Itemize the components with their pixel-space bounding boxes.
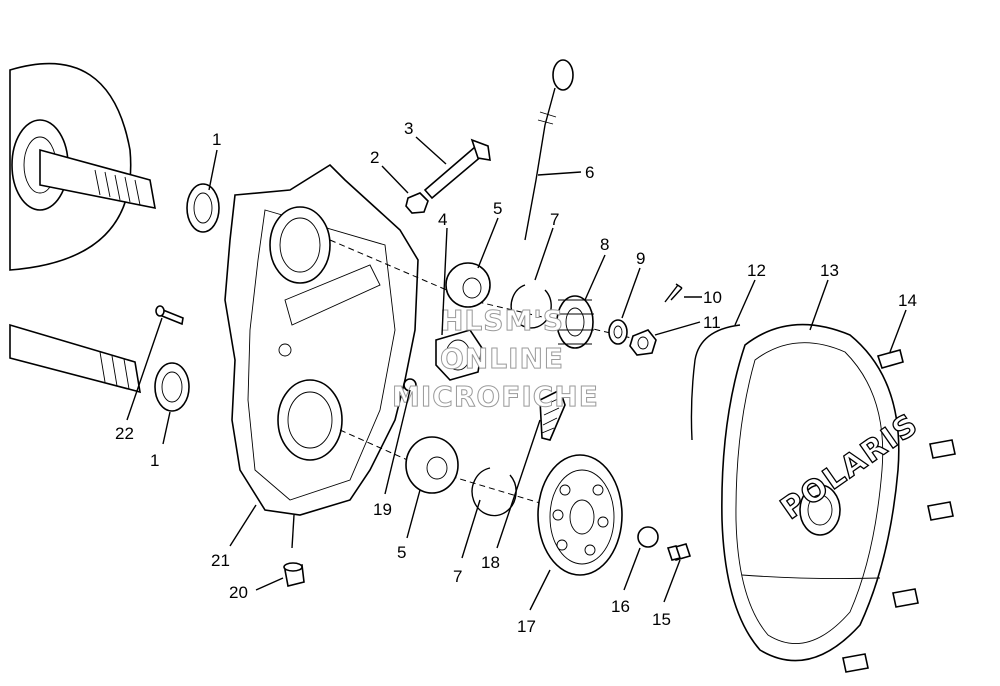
cover-bolts bbox=[842, 349, 956, 673]
callout-2: 2 bbox=[370, 148, 379, 167]
callout-16: 16 bbox=[611, 597, 630, 616]
washer-lower bbox=[405, 436, 459, 494]
callout-21: 21 bbox=[211, 551, 230, 570]
castle-nut bbox=[629, 329, 657, 356]
snap-ring-lower bbox=[471, 467, 517, 517]
callout-7-lower: 7 bbox=[453, 567, 462, 586]
callout-6: 6 bbox=[585, 163, 594, 182]
callout-9: 9 bbox=[636, 249, 645, 268]
nut bbox=[405, 192, 429, 214]
bolt-15 bbox=[666, 543, 692, 561]
leader-lines bbox=[126, 136, 907, 611]
callout-5-lower: 5 bbox=[397, 543, 406, 562]
callout-17: 17 bbox=[517, 617, 536, 636]
callout-22: 22 bbox=[115, 424, 134, 443]
dipstick bbox=[524, 59, 574, 241]
callout-18: 18 bbox=[481, 553, 500, 572]
drain-plug bbox=[283, 562, 305, 587]
watermark-line-2: ONLINE bbox=[440, 342, 564, 375]
watermark-line-3: MICROFICHE bbox=[392, 380, 599, 413]
callout-labels: 1 2 3 4 5 6 7 8 9 10 11 12 13 14 1 22 19… bbox=[115, 119, 917, 636]
watermark: HLSM'S ONLINE MICROFICHE bbox=[392, 304, 599, 414]
callout-11: 11 bbox=[703, 313, 721, 332]
callout-13: 13 bbox=[820, 261, 839, 280]
callout-8: 8 bbox=[600, 235, 609, 254]
chaincase-cover: POLARIS bbox=[721, 323, 926, 662]
callout-14: 14 bbox=[898, 291, 917, 310]
callout-4: 4 bbox=[438, 210, 447, 229]
chain-tensioner bbox=[435, 329, 483, 381]
gasket-seal bbox=[690, 324, 741, 441]
drive-chain bbox=[539, 388, 566, 441]
drive-clutch-shaft bbox=[9, 62, 156, 271]
washer-16 bbox=[637, 526, 659, 548]
alignment-line-lower bbox=[339, 429, 581, 516]
oil-seal-upper bbox=[186, 183, 220, 233]
upper-sprocket bbox=[556, 295, 594, 349]
callout-15: 15 bbox=[652, 610, 671, 629]
callout-3: 3 bbox=[404, 119, 413, 138]
snap-ring-upper bbox=[510, 284, 552, 329]
callout-5-upper: 5 bbox=[493, 199, 502, 218]
bolt bbox=[423, 138, 491, 200]
washer-upper bbox=[445, 262, 491, 308]
pin bbox=[155, 305, 184, 326]
driven-shaft bbox=[9, 323, 141, 394]
callout-7-upper: 7 bbox=[550, 210, 559, 229]
callout-1-upper: 1 bbox=[212, 130, 221, 149]
callout-10: 10 bbox=[703, 288, 722, 307]
washer-9 bbox=[608, 319, 628, 345]
watermark-line-1: HLSM'S bbox=[440, 304, 564, 337]
lower-sprocket bbox=[537, 454, 623, 576]
callout-1-lower: 1 bbox=[150, 451, 159, 470]
cotter-pin bbox=[664, 283, 683, 303]
callout-20: 20 bbox=[229, 583, 248, 602]
oil-seal-lower bbox=[154, 362, 190, 412]
chaincase-housing bbox=[224, 163, 419, 516]
callout-12: 12 bbox=[747, 261, 766, 280]
callout-19: 19 bbox=[373, 500, 392, 519]
